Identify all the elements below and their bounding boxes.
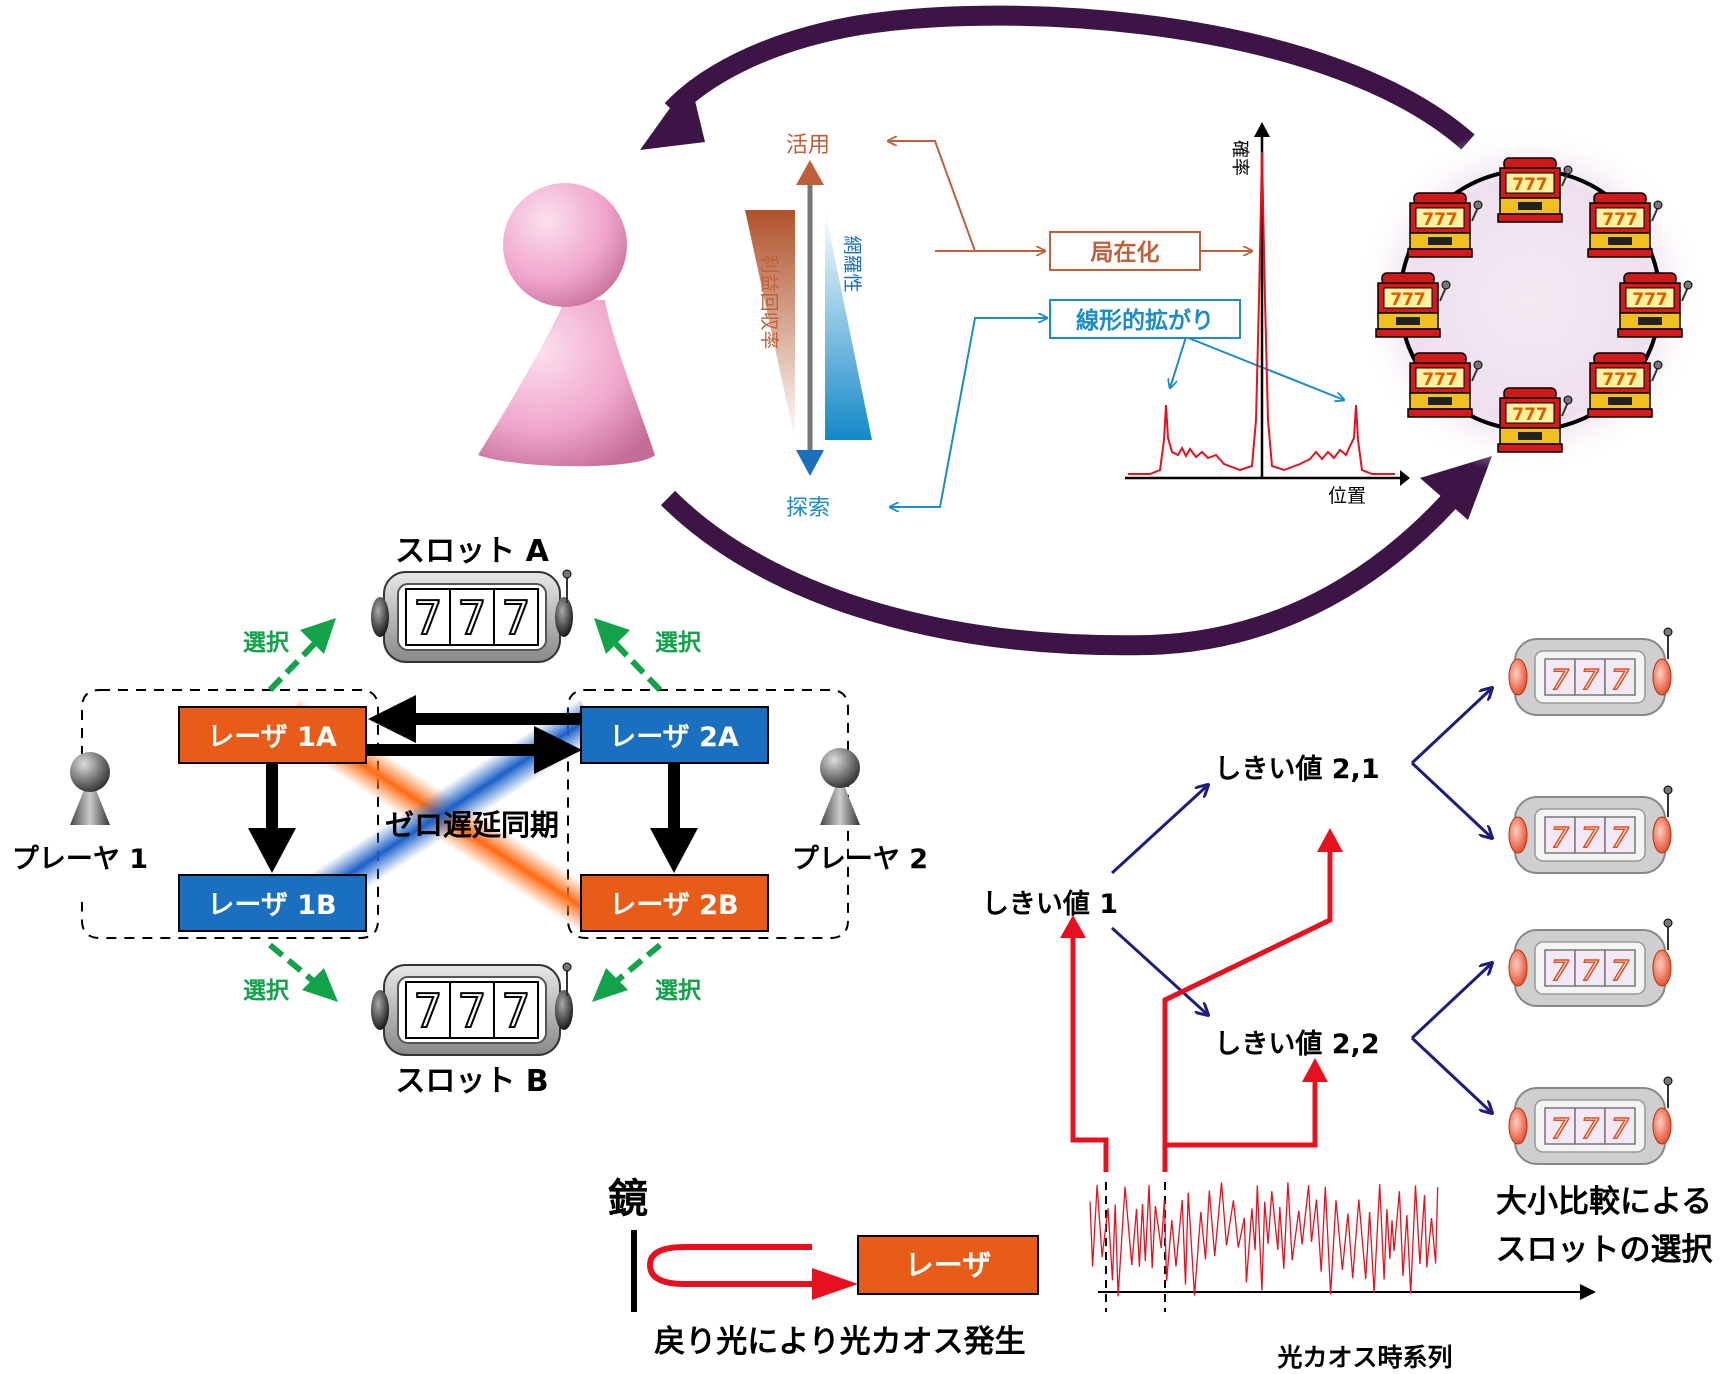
ring-slot-machine: 777 — [1497, 387, 1573, 453]
linear-spread-label: 線形的拡がり — [1076, 307, 1214, 334]
axis-x-label: 位置 — [1328, 485, 1366, 507]
threshold-paths — [1070, 850, 1333, 1172]
svg-text:7: 7 — [1551, 821, 1569, 854]
player1-icon — [70, 752, 110, 825]
slot-a-label: スロット A — [395, 534, 549, 569]
svg-text:7: 7 — [1581, 821, 1599, 854]
svg-text:777: 777 — [1512, 175, 1548, 195]
player2-label: プレーヤ 2 — [792, 844, 928, 875]
laser-box — [857, 1235, 1039, 1295]
ring-slot-machine: 777 — [1587, 192, 1663, 258]
svg-text:777: 777 — [1602, 210, 1638, 230]
localization-label: 局在化 — [1091, 239, 1160, 266]
select-arrows — [267, 637, 663, 988]
localization-box — [1049, 231, 1201, 271]
slot-ring-machines: 777 777 777 777 777 777 777 777 — [1375, 157, 1693, 453]
threshold21-label: しきい値 2,1 — [1214, 754, 1379, 785]
svg-text:7: 7 — [457, 591, 486, 645]
ring-slot-machine: 777 — [1587, 352, 1663, 418]
laser-2b-label: レーザ 2B — [609, 890, 738, 921]
laser-2b-box — [580, 874, 769, 932]
select-label-1a: 選択 — [243, 630, 290, 656]
svg-text:777: 777 — [1512, 405, 1548, 425]
threshold1-label: しきい値 1 — [982, 889, 1118, 920]
svg-text:7: 7 — [413, 984, 442, 1038]
threshold-arrowheads — [1060, 828, 1343, 1082]
ring-slot-machine: 777 — [1407, 352, 1483, 418]
chaos-timeseries — [1089, 1182, 1596, 1312]
select-arrowheads — [300, 618, 630, 1002]
threshold-branches — [1110, 688, 1492, 1113]
profit-rate-label: 利益回収率 — [758, 254, 780, 349]
axis-y-label: 確率 — [1229, 140, 1250, 176]
svg-text:7: 7 — [1551, 663, 1569, 696]
svg-text:7: 7 — [1551, 1112, 1569, 1145]
mode-connectors — [888, 141, 1344, 507]
exploit-label: 活用 — [786, 133, 830, 158]
feedback-loop — [646, 1244, 812, 1287]
zero-delay-label: ゼロ遅延同期 — [385, 808, 559, 842]
laser-1b-label: レーザ 1B — [207, 890, 336, 921]
select-label-2a: 選択 — [655, 630, 702, 656]
svg-text:7: 7 — [457, 984, 486, 1038]
compare-label-line1: 大小比較による — [1496, 1184, 1712, 1220]
player2-icon — [820, 748, 860, 825]
svg-text:7: 7 — [1611, 1112, 1629, 1145]
laser-2a-label: レーザ 2A — [609, 722, 739, 753]
linear-spread-box — [1049, 299, 1241, 339]
ring-slot-machine: 777 — [1375, 272, 1451, 338]
svg-text:7: 7 — [1611, 954, 1629, 987]
ring-slot-machine: 777 — [1497, 157, 1573, 223]
mirror-label: 鏡 — [608, 1176, 648, 1222]
laser-label: レーザ — [905, 1248, 991, 1282]
coupling-arrows — [248, 695, 698, 873]
svg-text:7: 7 — [413, 591, 442, 645]
svg-text:7: 7 — [1581, 1112, 1599, 1145]
timeseries-label: 光カオス時系列 — [1276, 1343, 1452, 1370]
laser-1b-box — [178, 874, 367, 932]
ring-slot-machine: 777 — [1617, 272, 1693, 338]
probability-plot — [1125, 122, 1410, 486]
svg-text:7: 7 — [1551, 954, 1569, 987]
ring-slot-machine: 777 — [1407, 192, 1483, 258]
feedback-label: 戻り光により光カオス発生 — [654, 1324, 1025, 1360]
svg-text:7: 7 — [501, 984, 530, 1038]
svg-text:7: 7 — [1611, 663, 1629, 696]
laser-1a-box — [178, 706, 367, 764]
cycle-arrows — [640, 5, 1492, 656]
feedback-arrowhead — [812, 1268, 858, 1300]
explore-label: 探索 — [786, 496, 830, 521]
svg-text:7: 7 — [1581, 663, 1599, 696]
svg-text:777: 777 — [1632, 290, 1668, 310]
svg-text:777: 777 — [1422, 370, 1458, 390]
exploit-explore-axis — [745, 160, 872, 476]
svg-text:777: 777 — [1422, 210, 1458, 230]
svg-text:7: 7 — [1581, 954, 1599, 987]
player-pawn-icon — [478, 183, 655, 467]
compare-label-line2: スロットの選択 — [1496, 1232, 1714, 1268]
slot-b-label: スロット B — [395, 1064, 548, 1099]
select-label-2b: 選択 — [655, 978, 702, 1004]
laser-1a-label: レーザ 1A — [207, 722, 337, 753]
svg-text:777: 777 — [1390, 290, 1426, 310]
coverage-label: 網羅性 — [841, 235, 863, 292]
select-label-1b: 選択 — [243, 978, 290, 1004]
player1-group-box — [81, 689, 379, 939]
threshold22-label: しきい値 2,2 — [1214, 1029, 1379, 1060]
svg-text:777: 777 — [1602, 370, 1638, 390]
svg-text:7: 7 — [1611, 821, 1629, 854]
player1-label: プレーヤ 1 — [12, 844, 148, 875]
svg-text:7: 7 — [501, 591, 530, 645]
